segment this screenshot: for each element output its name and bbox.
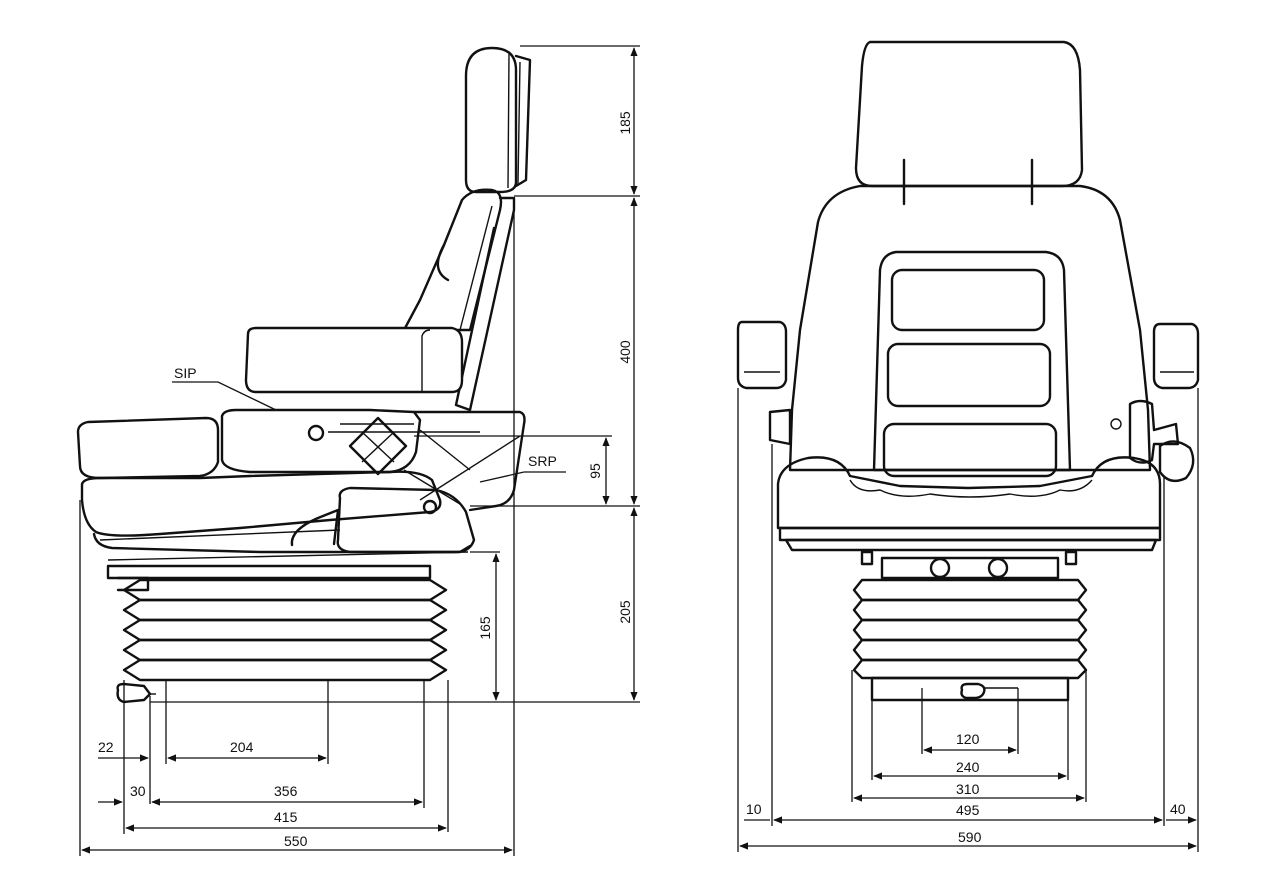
side-view bbox=[76, 46, 532, 704]
dim-40: 40 bbox=[1170, 801, 1186, 817]
sip-label: SIP bbox=[174, 365, 197, 381]
srp-symbol bbox=[307, 416, 480, 515]
dim-22: 22 bbox=[98, 739, 114, 755]
side-headrest bbox=[464, 46, 532, 194]
side-base-plate bbox=[106, 551, 469, 592]
dim-310: 310 bbox=[956, 781, 980, 797]
front-bellows bbox=[852, 578, 1088, 702]
dim-165: 165 bbox=[477, 616, 493, 640]
side-bellows bbox=[122, 578, 448, 682]
dim-185: 185 bbox=[617, 111, 633, 135]
dim-204: 204 bbox=[230, 739, 254, 755]
front-dimensions bbox=[737, 388, 1199, 852]
front-base-plate bbox=[860, 550, 1078, 580]
front-seat-cushion bbox=[776, 456, 1162, 552]
side-height-lever bbox=[116, 682, 156, 704]
dim-240: 240 bbox=[956, 759, 980, 775]
side-frame-bracket bbox=[336, 410, 526, 554]
dim-400: 400 bbox=[617, 340, 633, 364]
srp-label: SRP bbox=[528, 453, 557, 469]
dim-30: 30 bbox=[130, 783, 146, 799]
dim-590: 590 bbox=[958, 829, 982, 845]
front-armrests bbox=[736, 320, 1200, 483]
dim-95: 95 bbox=[587, 463, 603, 479]
front-headrest bbox=[854, 40, 1084, 206]
dim-10: 10 bbox=[746, 801, 762, 817]
front-backrest bbox=[788, 184, 1152, 478]
dim-495: 495 bbox=[956, 802, 980, 818]
dim-550: 550 bbox=[284, 833, 308, 849]
dim-356: 356 bbox=[274, 783, 298, 799]
dim-415: 415 bbox=[274, 809, 298, 825]
dim-205: 205 bbox=[617, 600, 633, 624]
side-seat-cushion bbox=[76, 408, 472, 554]
side-dimensions bbox=[79, 45, 640, 856]
front-view bbox=[736, 40, 1200, 702]
side-armrest bbox=[244, 326, 464, 394]
dim-120: 120 bbox=[956, 731, 980, 747]
